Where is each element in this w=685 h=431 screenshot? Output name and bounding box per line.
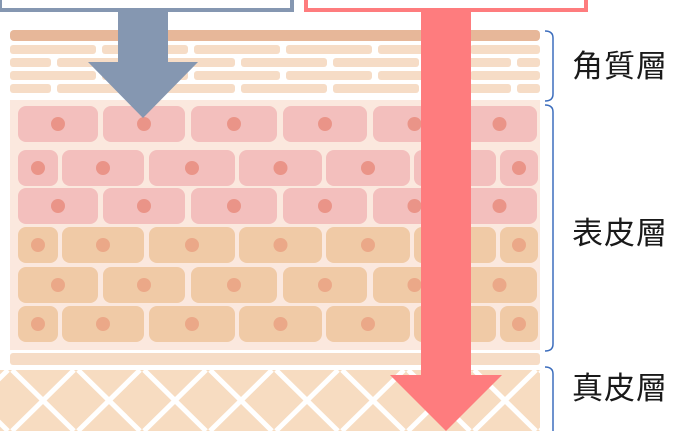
corneum-brick	[517, 84, 540, 93]
corneum-brick	[286, 71, 372, 80]
corneum-brick	[194, 45, 280, 54]
cell-nucleus	[274, 238, 288, 252]
cell-nucleus	[493, 117, 507, 131]
dermis-label: 真皮層	[572, 374, 668, 405]
cell-nucleus	[361, 161, 375, 175]
cell-nucleus	[51, 278, 65, 292]
cell-nucleus	[361, 238, 375, 252]
cell-nucleus	[274, 317, 288, 331]
cell-nucleus	[137, 117, 151, 131]
corneum-brick	[286, 45, 372, 54]
cell-nucleus	[31, 238, 45, 252]
cell-nucleus	[408, 278, 422, 292]
corneum-brick	[517, 58, 540, 67]
cell-nucleus	[493, 199, 507, 213]
cell-nucleus	[185, 161, 199, 175]
cell-nucleus	[137, 278, 151, 292]
corneum-brick	[10, 45, 96, 54]
cell-nucleus	[96, 317, 110, 331]
cell-nucleus	[493, 278, 507, 292]
corneum-brick	[241, 58, 327, 67]
corneum-brick	[10, 84, 51, 93]
stratum-corneum-label: 角質層	[572, 52, 668, 83]
cell-nucleus	[51, 199, 65, 213]
corneum-brick	[241, 84, 327, 93]
cell-nucleus	[96, 238, 110, 252]
cell-nucleus	[318, 278, 332, 292]
cell-nucleus	[31, 161, 45, 175]
cell-nucleus	[227, 278, 241, 292]
cell-nucleus	[318, 117, 332, 131]
cell-nucleus	[31, 317, 45, 331]
corneum-brick	[10, 71, 96, 80]
corneum-brick	[470, 71, 540, 80]
epidermis-label: 表皮層	[572, 219, 668, 250]
corneum-brick	[10, 58, 51, 67]
cell-nucleus	[274, 161, 288, 175]
cell-nucleus	[408, 199, 422, 213]
cell-nucleus	[185, 238, 199, 252]
cell-nucleus	[361, 317, 375, 331]
cell-nucleus	[512, 161, 526, 175]
corneum-brick	[194, 71, 280, 80]
cell-nucleus	[408, 117, 422, 131]
cell-nucleus	[227, 117, 241, 131]
cell-nucleus	[137, 199, 151, 213]
cell-nucleus	[227, 199, 241, 213]
cell-nucleus	[512, 317, 526, 331]
corneum-brick	[470, 45, 540, 54]
cell-nucleus	[96, 161, 110, 175]
corneum-brick	[333, 84, 419, 93]
cell-nucleus	[185, 317, 199, 331]
cell-nucleus	[318, 199, 332, 213]
corneum-brick	[333, 58, 419, 67]
cell-nucleus	[512, 238, 526, 252]
cell-nucleus	[51, 117, 65, 131]
